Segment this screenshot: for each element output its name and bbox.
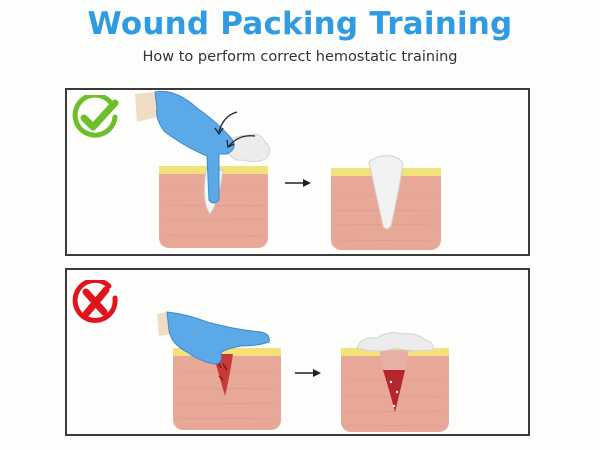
- page-subtitle: How to perform correct hemostatic traini…: [142, 49, 458, 65]
- wound-packing-step-image: [135, 90, 271, 248]
- flat-hand-pressing-image: [157, 311, 281, 430]
- arrow-right-icon: [285, 179, 311, 187]
- check-circle-icon: [72, 95, 119, 138]
- page-title: Wound Packing Training: [87, 6, 513, 42]
- wound-packed-result-image: [331, 155, 441, 250]
- correct-technique-panel: [65, 88, 530, 256]
- incorrect-technique-panel: [65, 268, 530, 436]
- arrow-right-icon: [295, 369, 321, 377]
- x-circle-icon: [72, 280, 118, 323]
- surface-gauze-bleeding-image: [341, 332, 449, 432]
